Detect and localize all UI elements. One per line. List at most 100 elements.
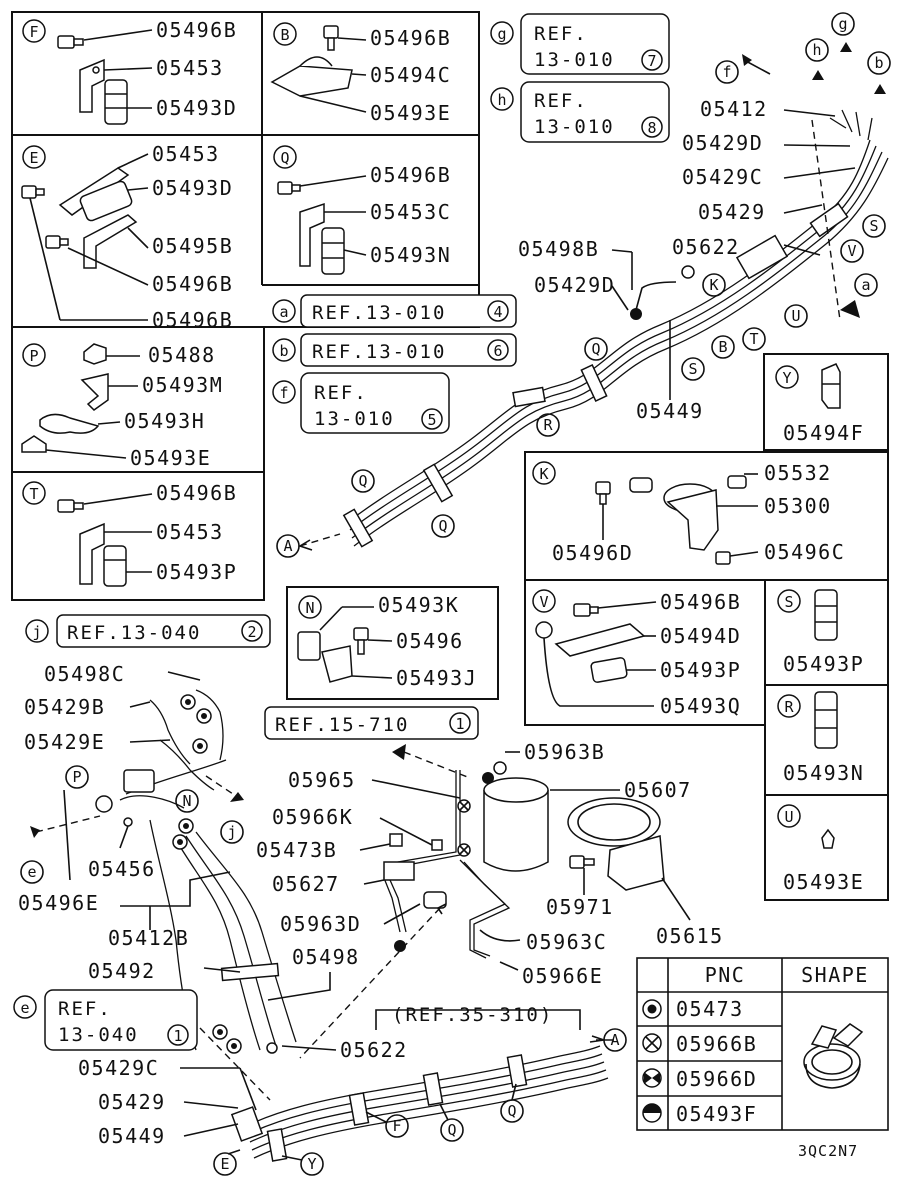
bolt-icon: [45, 235, 69, 249]
part-number: 05453: [152, 142, 220, 166]
part-number: 05496B: [152, 272, 233, 296]
part-number: 05532: [764, 461, 832, 485]
callout-label: 05429D: [534, 273, 615, 297]
ref-text: REF.: [314, 382, 368, 404]
letter-label: A: [610, 1031, 619, 1049]
bracket-icon: [80, 373, 109, 411]
ref-text: REF.13-010: [312, 341, 446, 363]
clip-icon: [821, 828, 835, 849]
lower-tube-assembly: [30, 689, 614, 1162]
bracket-icon: [79, 58, 105, 113]
ref-number: 4: [493, 303, 502, 321]
legend-header-shape: SHAPE: [801, 963, 869, 987]
panel-letter: F: [29, 23, 38, 41]
letter-label: S: [869, 217, 878, 235]
bracket-icon: [299, 202, 325, 267]
ref-text: REF.13-010: [312, 302, 446, 324]
callout-label: 05412B: [108, 926, 189, 950]
panel-letter: N: [305, 599, 314, 617]
panel-U: U 05493E: [764, 794, 889, 901]
ref-number: 6: [493, 342, 502, 360]
callout-label: 05622: [672, 235, 740, 259]
pnc-legend-table: PNC SHAPE 05473 05966B 05966D 05493F: [636, 957, 889, 1131]
clamp-icon: [814, 691, 838, 749]
clip-icon: [297, 631, 321, 661]
part-number: 05493E: [130, 446, 211, 470]
letter-label: g: [838, 15, 847, 33]
ref-number: 1: [173, 1027, 182, 1045]
part-number: 05493E: [370, 101, 451, 125]
part-number: 05496: [396, 629, 464, 653]
callout-label: 05429: [98, 1090, 166, 1114]
ref-text: REF.: [534, 23, 588, 45]
callout-label: 05498B: [518, 237, 599, 261]
clamp-icon: [590, 657, 628, 683]
letter-label: K: [709, 276, 718, 294]
callout-label: 05971: [546, 895, 614, 919]
canister-icon: [483, 777, 549, 872]
clip-icon: [535, 621, 553, 639]
part-number: 05493E: [783, 870, 864, 894]
panel-V: V 05496B 05494D 05493P 05493Q: [524, 579, 766, 726]
letter-label: F: [392, 1117, 401, 1135]
panel-letter: T: [29, 485, 38, 503]
callout-label: 05498C: [44, 662, 125, 686]
panel-Q: Q 05496B 05453C 05493N: [273, 145, 451, 275]
letter-label: B: [718, 338, 727, 356]
letter-label: a: [861, 276, 870, 294]
letter-label: N: [182, 792, 191, 810]
ref-text: 13-010: [314, 408, 395, 430]
clip-icon: [821, 363, 841, 409]
bolt-icon: [569, 855, 595, 869]
part-number: 05494C: [370, 63, 451, 87]
callout-label: 05622: [340, 1038, 408, 1062]
callout-label: 05473B: [256, 838, 337, 862]
part-number: 05493P: [156, 560, 237, 584]
ref-letter: h: [497, 91, 506, 109]
callout-label: 05965: [288, 768, 356, 792]
legend-pnc: 05966D: [676, 1067, 757, 1091]
panel-letter: R: [784, 698, 794, 716]
panel-letter: S: [784, 593, 793, 611]
letter-label: j: [227, 823, 236, 841]
callout-label: 05492: [88, 959, 156, 983]
panel-letter: U: [784, 808, 793, 826]
panel-letter: V: [539, 593, 548, 611]
hose-clamp-shape-icon: [803, 1023, 864, 1089]
ref-text: REF.: [534, 90, 588, 112]
clamp-icon: [321, 227, 345, 275]
part-number: 05488: [148, 343, 216, 367]
part-number: 05496B: [370, 26, 451, 50]
ref-text: REF.15-710: [275, 714, 409, 736]
letter-label: T: [749, 330, 758, 348]
clip-icon: [21, 435, 47, 453]
letter-label: E: [220, 1155, 229, 1173]
ref-number: 1: [455, 715, 464, 733]
panel-B: B 05496B 05494C 05493E: [270, 22, 451, 125]
part-number: 05493N: [370, 243, 451, 267]
callout-label: 05963B: [524, 740, 605, 764]
panel-letter: K: [539, 465, 548, 483]
letter-label: Q: [438, 517, 447, 535]
callout-label: 05607: [624, 778, 692, 802]
part-number: 05493D: [152, 176, 233, 200]
part-number: 05494F: [783, 421, 864, 445]
callout-label: 05449: [636, 399, 704, 423]
callout-label: 05966K: [272, 805, 353, 829]
bracket-icon: [270, 56, 353, 97]
ref-j: j REF.13-040 2: [25, 614, 271, 648]
clamp-icon: [814, 589, 838, 641]
ref-number: 7: [647, 52, 656, 70]
bolt-icon: [21, 185, 45, 199]
clamp-icon: [104, 79, 128, 125]
bolt-icon: [353, 627, 369, 655]
part-number: 05493D: [156, 96, 237, 120]
panel-F: F 05496B 05453 05493D: [22, 18, 237, 125]
letter-label: Q: [358, 472, 367, 490]
clamp-icon: [79, 180, 133, 222]
callout-label: 05429C: [78, 1056, 159, 1080]
letter-label: Q: [507, 1102, 516, 1120]
ref-text: 13-010: [534, 49, 615, 71]
callout-label: 05412: [700, 97, 768, 121]
